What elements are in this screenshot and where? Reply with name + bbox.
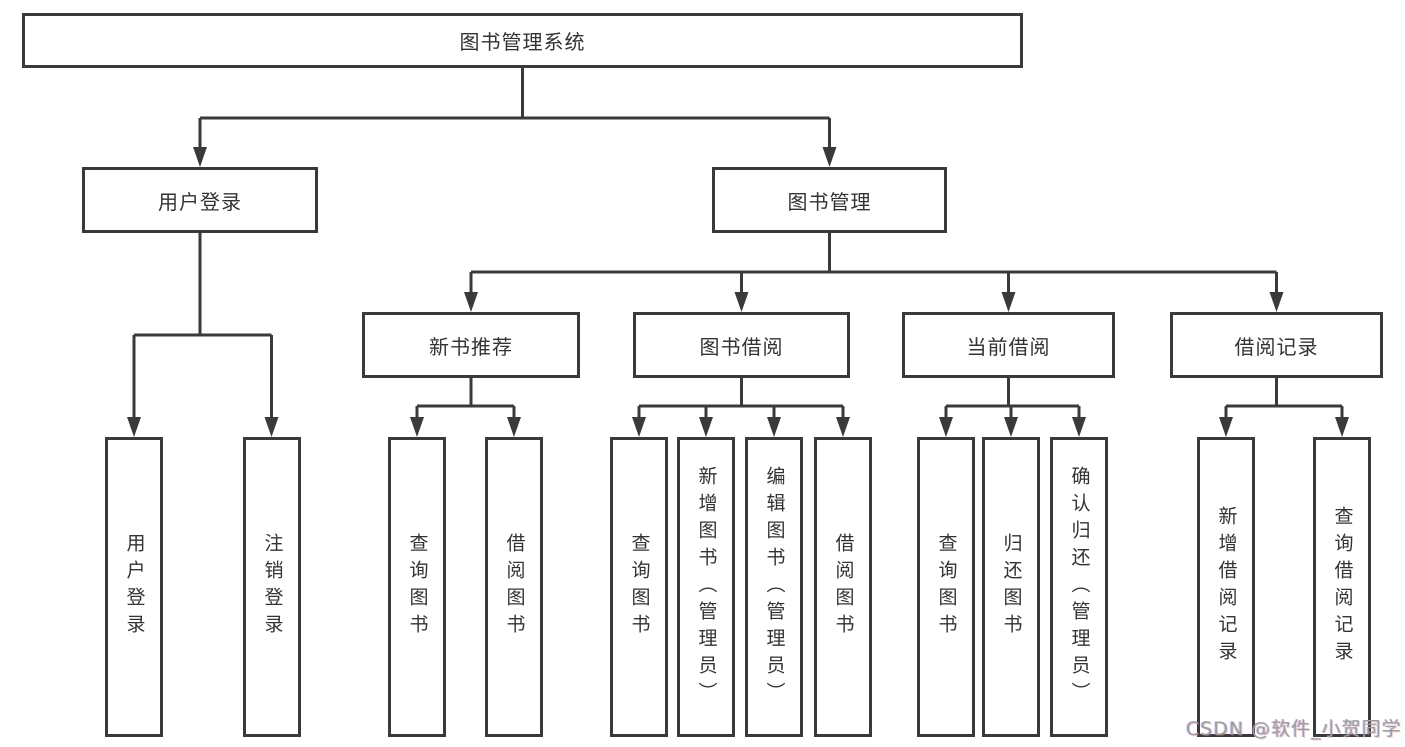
leaf-borrow-book-1: 借阅图书 [485, 437, 543, 737]
node-book-borrowing: 图书借阅 [633, 312, 850, 378]
connector-borrow-records-to-leaves [1224, 378, 1344, 420]
arrowheads [127, 147, 1349, 437]
connector-book-mgmt-to-level3 [469, 233, 1278, 295]
leaf-return-book: 归还图书 [982, 437, 1040, 737]
connector-book-borrow-to-leaves [637, 378, 845, 420]
connector-user-login-to-leaves [132, 233, 273, 420]
node-new-book-recommend: 新书推荐 [362, 312, 580, 378]
node-root: 图书管理系统 [22, 13, 1023, 68]
leaf-query-book-1: 查询图书 [388, 437, 446, 737]
leaf-query-borrow-record: 查询借阅记录 [1313, 437, 1371, 737]
connector-current-borrow-to-leaves [944, 378, 1081, 420]
node-user-login: 用户登录 [82, 167, 318, 233]
leaf-add-book-admin: 新增图书（管理员） [677, 437, 735, 737]
leaf-query-book-2: 查询图书 [610, 437, 668, 737]
leaf-add-borrow-record: 新增借阅记录 [1197, 437, 1255, 737]
leaf-logout: 注销登录 [243, 437, 301, 737]
connector-root-to-level2 [198, 68, 831, 150]
leaf-borrow-book-2: 借阅图书 [814, 437, 872, 737]
watermark: CSDN @软件_小贺同学 [1186, 718, 1402, 740]
node-current-borrowing: 当前借阅 [902, 312, 1115, 378]
node-borrow-records: 借阅记录 [1170, 312, 1383, 378]
node-book-management: 图书管理 [712, 167, 947, 233]
connector-new-book-to-leaves [415, 378, 516, 420]
leaf-query-book-3: 查询图书 [917, 437, 975, 737]
leaf-confirm-return-admin: 确认归还（管理员） [1050, 437, 1108, 737]
leaf-edit-book-admin: 编辑图书（管理员） [745, 437, 803, 737]
leaf-user-login: 用户登录 [105, 437, 163, 737]
